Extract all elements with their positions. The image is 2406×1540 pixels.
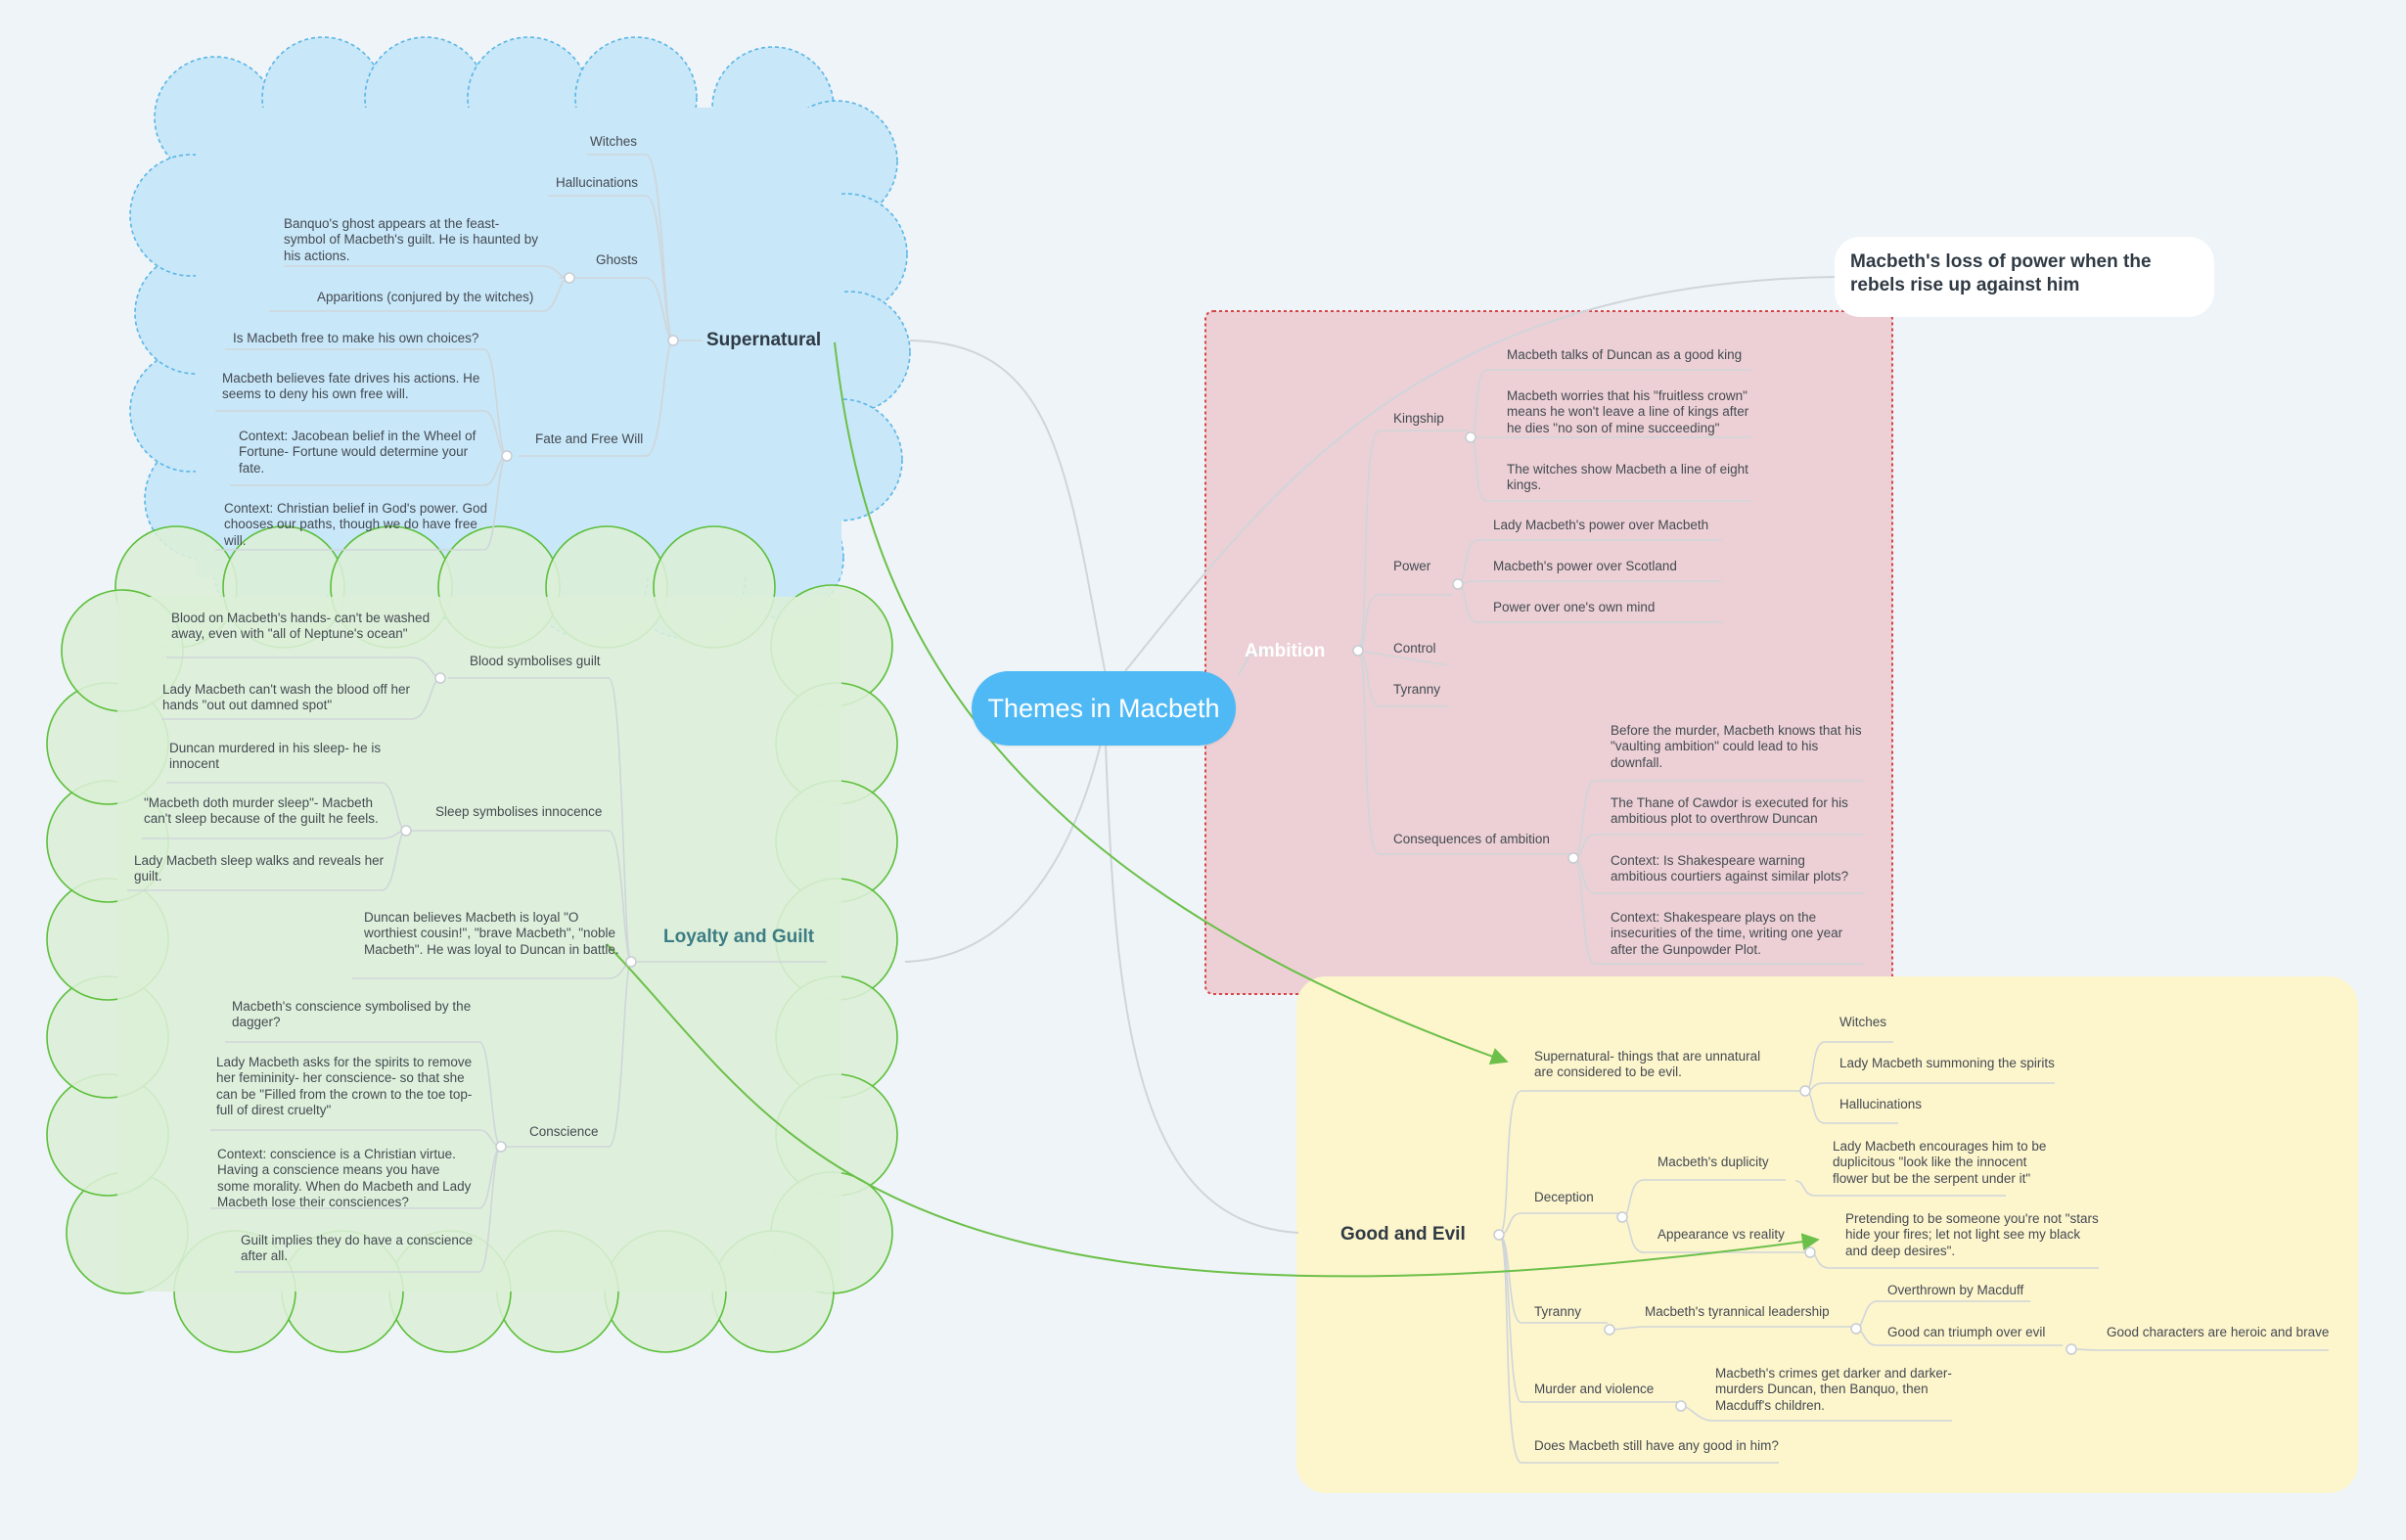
- node-warning-courtiers[interactable]: Context: Is Shakespeare warning ambitiou…: [1611, 853, 1849, 884]
- topic-loyalty-guilt[interactable]: Loyalty and Guilt: [663, 927, 815, 947]
- loyalty-lines: [127, 657, 827, 1273]
- node-scotland-power[interactable]: Macbeth's power over Scotland: [1493, 559, 1677, 573]
- relationship-arrows: [606, 341, 1820, 1278]
- node-ge-witches[interactable]: Witches: [1839, 1015, 1887, 1029]
- node-blood-hands[interactable]: Blood on Macbeth's hands- can't be washe…: [171, 611, 431, 642]
- node-fate-belief[interactable]: Macbeth believes fate drives his actions…: [222, 371, 480, 402]
- node-still-good[interactable]: Does Macbeth still have any good in him?: [1534, 1438, 1779, 1453]
- node-duncan-sleep[interactable]: Duncan murdered in his sleep- he is inno…: [169, 741, 382, 772]
- node-consequences[interactable]: Consequences of ambition: [1393, 832, 1550, 846]
- node-power[interactable]: Power: [1393, 559, 1431, 573]
- node-eight-kings[interactable]: The witches show Macbeth a line of eight…: [1507, 462, 1748, 493]
- node-murder-sleep[interactable]: "Macbeth doth murder sleep"- Macbeth can…: [144, 795, 379, 827]
- good-evil-boundary: [1296, 976, 2358, 1493]
- branch-joints: [400, 272, 2077, 1412]
- node-deception[interactable]: Deception: [1534, 1190, 1594, 1204]
- node-conscience-dagger[interactable]: Macbeth's conscience symbolised by the d…: [232, 999, 472, 1030]
- node-fate-free-will[interactable]: Fate and Free Will: [535, 431, 644, 446]
- topic-good-evil[interactable]: Good and Evil: [1340, 1224, 1466, 1245]
- node-gunpowder-plot[interactable]: Context: Shakespeare plays on the insecu…: [1611, 910, 1843, 957]
- topic-supernatural[interactable]: Supernatural: [706, 330, 822, 350]
- node-conscience-christian[interactable]: Context: conscience is a Christian virtu…: [217, 1147, 472, 1210]
- node-unnatural-evil[interactable]: Supernatural- things that are unnatural …: [1534, 1049, 1761, 1080]
- node-good-triumph[interactable]: Good can triumph over evil: [1887, 1325, 2046, 1339]
- floating-topic[interactable]: Macbeth's loss of power when the rebels …: [1835, 237, 2214, 317]
- node-blood-lady[interactable]: Lady Macbeth can't wash the blood off he…: [162, 682, 410, 713]
- central-topic[interactable]: Themes in Macbeth: [972, 671, 1236, 746]
- loyalty-boundary: [46, 525, 898, 1353]
- node-wheel-of-fortune[interactable]: Context: Jacobean belief in the Wheel of…: [239, 429, 477, 476]
- node-ge-tyranny[interactable]: Tyranny: [1534, 1304, 1582, 1319]
- node-heroic-brave[interactable]: Good characters are heroic and brave: [2107, 1325, 2330, 1339]
- node-guilt-conscience[interactable]: Guilt implies they do have a conscience …: [241, 1233, 474, 1264]
- node-appearance-reality[interactable]: Appearance vs reality: [1657, 1227, 1785, 1242]
- node-duncan-loyal[interactable]: Duncan believes Macbeth is loyal "O wort…: [364, 910, 619, 957]
- node-lady-spirits[interactable]: Lady Macbeth summoning the spirits: [1839, 1056, 2055, 1070]
- node-thane-cawdor[interactable]: The Thane of Cawdor is executed for his …: [1611, 795, 1848, 827]
- node-sleep-walks[interactable]: Lady Macbeth sleep walks and reveals her…: [134, 853, 385, 884]
- node-kingship[interactable]: Kingship: [1393, 411, 1444, 426]
- node-murder-violence[interactable]: Murder and violence: [1534, 1381, 1655, 1396]
- node-witches[interactable]: Witches: [590, 134, 638, 149]
- node-control[interactable]: Control: [1393, 641, 1436, 656]
- node-tyranny[interactable]: Tyranny: [1393, 682, 1441, 697]
- node-conscience-lady[interactable]: Lady Macbeth asks for the spirits to rem…: [216, 1055, 473, 1118]
- node-apparitions[interactable]: Apparitions (conjured by the witches): [317, 290, 534, 304]
- node-banquo-ghost[interactable]: Banquo's ghost appears at the feast- sym…: [284, 216, 538, 263]
- node-mind-power[interactable]: Power over one's own mind: [1493, 600, 1656, 614]
- node-overthrown-macduff[interactable]: Overthrown by Macduff: [1887, 1283, 2024, 1297]
- node-duncan-good-king[interactable]: Macbeth talks of Duncan as a good king: [1507, 347, 1743, 362]
- node-conscience[interactable]: Conscience: [529, 1124, 599, 1139]
- node-duplicity[interactable]: Macbeth's duplicity: [1657, 1155, 1769, 1169]
- node-gods-power[interactable]: Context: Christian belief in God's power…: [224, 501, 487, 548]
- node-fruitless-crown[interactable]: Macbeth worries that his "fruitless crow…: [1507, 388, 1749, 435]
- node-ge-hallucinations[interactable]: Hallucinations: [1839, 1097, 1923, 1111]
- node-vaulting-ambition[interactable]: Before the murder, Macbeth knows that hi…: [1611, 723, 1862, 770]
- node-fate-question[interactable]: Is Macbeth free to make his own choices?: [233, 331, 479, 345]
- node-innocent-flower[interactable]: Lady Macbeth encourages him to be duplic…: [1833, 1139, 2047, 1186]
- topic-ambition[interactable]: Ambition: [1245, 641, 1326, 661]
- node-sleep-innocence[interactable]: Sleep symbolises innocence: [435, 804, 603, 819]
- node-stars-hide[interactable]: Pretending to be someone you're not "sta…: [1845, 1211, 2099, 1258]
- node-ghosts[interactable]: Ghosts: [596, 252, 638, 267]
- node-darker-crimes[interactable]: Macbeth's crimes get darker and darker- …: [1715, 1366, 1952, 1413]
- node-hallucinations[interactable]: Hallucinations: [556, 175, 639, 190]
- node-tyrannical-leadership[interactable]: Macbeth's tyrannical leadership: [1645, 1304, 1830, 1319]
- node-blood-guilt[interactable]: Blood symbolises guilt: [470, 654, 601, 668]
- node-lady-power[interactable]: Lady Macbeth's power over Macbeth: [1493, 518, 1709, 532]
